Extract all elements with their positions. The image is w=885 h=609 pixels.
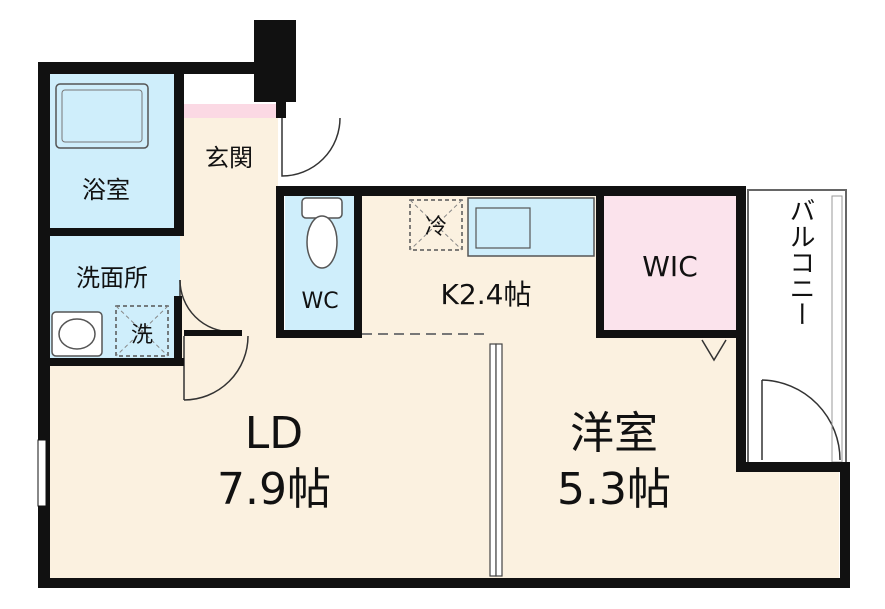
washer-x2: [115, 305, 169, 357]
fridge-box: [409, 199, 463, 251]
toilet-bowl: [306, 215, 338, 269]
fridge-label: 冷: [425, 215, 447, 240]
fridge-x2: [409, 199, 463, 251]
kitchen-counter: [467, 197, 595, 257]
western-size-label: 5.3帖: [557, 464, 671, 515]
washroom-label: 洗面所: [76, 264, 148, 292]
ld-floor: [44, 334, 499, 579]
sliding-door-a: [489, 343, 497, 577]
sink-basin: [58, 318, 96, 350]
walls: [37, 20, 850, 588]
toilet-tank: [301, 197, 343, 219]
wic-label: WIC: [642, 250, 698, 283]
entrance-floor: [180, 104, 278, 334]
kitchen-sink: [475, 207, 531, 249]
balcony-label: バルコニー: [785, 197, 815, 327]
bath-floor: [44, 74, 180, 232]
washer-box: [115, 305, 169, 357]
wic-opening: [701, 339, 727, 362]
ld-size-label: 7.9帖: [217, 464, 331, 515]
kitchen-label: K2.4帖: [441, 278, 532, 311]
wc-label: WC: [301, 289, 338, 314]
western-name-label: 洋室: [570, 408, 658, 459]
washer-label: 洗: [131, 323, 153, 348]
wic-floor: [600, 192, 740, 334]
entrance-step: [180, 104, 278, 118]
bathtub: [55, 83, 149, 149]
sliding-door-b: [495, 343, 503, 577]
entrance-label: 玄関: [205, 144, 253, 172]
ld-name-label: LD: [245, 408, 303, 459]
bath-label: 浴室: [82, 176, 130, 204]
balcony-door: [761, 379, 841, 461]
bathtub-inner: [61, 89, 143, 143]
ld-door: [183, 335, 249, 401]
entrance-door: [281, 117, 341, 177]
